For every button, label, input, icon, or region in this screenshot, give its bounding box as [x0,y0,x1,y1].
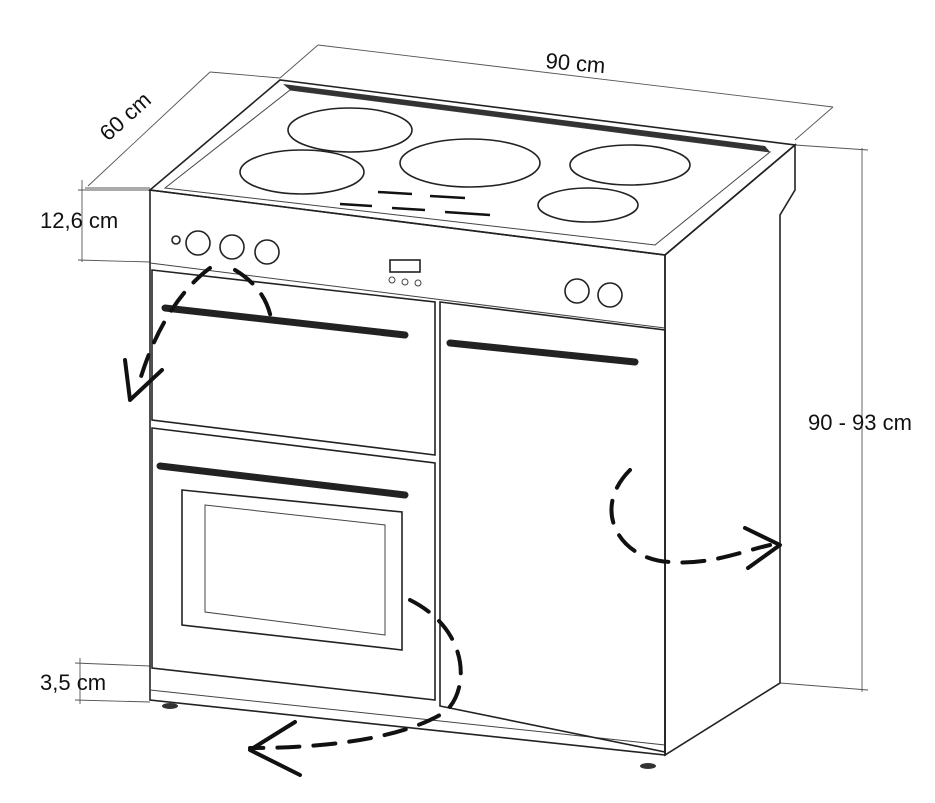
right-door-swing-arrow [609,468,772,565]
control-panel-height-dimension: 12,6 cm [40,180,151,263]
depth-dimension: 60 cm [85,71,281,189]
plinth-line [149,689,666,746]
door-handle [161,304,409,339]
arrowhead [248,720,302,777]
knob [219,234,245,260]
foot [640,763,656,769]
total-height-dimension: 90 - 93 cm [779,144,912,692]
side-panel [664,143,796,757]
oven-window-inner [204,504,386,636]
plinth-height-dimension: 3,5 cm [40,658,151,704]
knob [597,282,623,308]
burner-front-right [537,187,639,223]
opening-arrows [123,266,782,777]
depth-label: 60 cm [95,87,156,146]
arrowhead [123,358,164,402]
ceramic-hob [163,89,772,246]
foot [162,703,178,709]
burner-center [399,138,541,188]
main-oven-door [151,427,436,701]
door-handle [156,462,409,499]
top-door-swing-arrow [138,266,212,382]
hob-top [148,79,797,256]
control-knobs [171,230,623,308]
burner-back-left [287,107,413,153]
top-oven-door [151,269,436,456]
main-door-swing-arrow [248,598,463,750]
clock-display [389,259,421,273]
arrowhead [743,526,782,570]
control-panel-height-label: 12,6 cm [40,208,118,233]
burners [239,107,691,223]
right-oven-door [439,301,666,753]
width-label: 90 cm [545,48,607,78]
burner-front-left [239,149,365,195]
rear-vent [283,84,770,152]
control-panel-line [149,262,666,329]
plinth-height-label: 3,5 cm [40,670,106,695]
knob [564,278,590,304]
oven-window [181,489,403,651]
total-height-label: 90 - 93 cm [808,410,912,435]
oven-doors [151,269,666,753]
width-dimension: 90 cm [279,44,834,141]
burner-back-right [569,144,691,186]
knob [254,239,280,265]
door-handle [446,339,639,366]
touch-controls [339,190,491,217]
cooker-body [148,79,797,769]
knob [185,230,211,256]
indicator-light [171,235,181,245]
